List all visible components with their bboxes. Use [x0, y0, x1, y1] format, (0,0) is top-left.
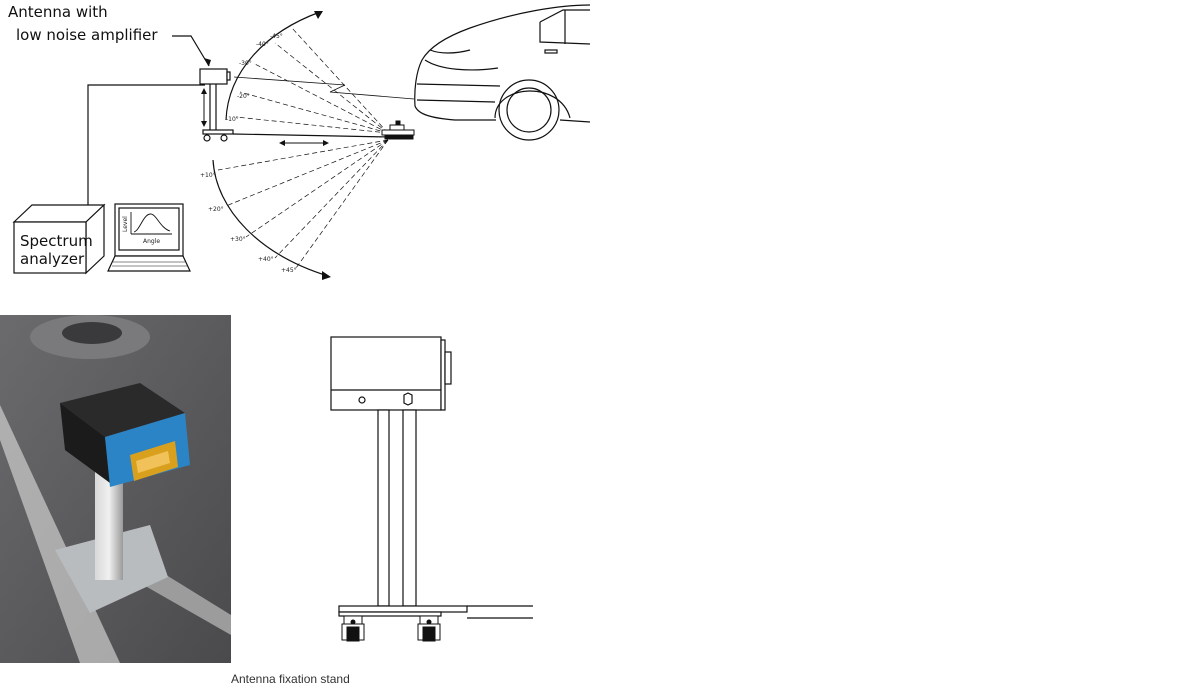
antenna-stand-sketch: [199, 68, 391, 142]
photo-caption: Antenna fixation stand: [231, 672, 350, 686]
analyzer-label-line2: analyzer: [20, 250, 85, 268]
analyzer-label-line1: Spectrum: [20, 232, 93, 250]
laptop-icon: [107, 203, 191, 272]
angle-mark-minus20: -20°: [237, 93, 250, 100]
angle-mark-minus10: -10°: [226, 116, 239, 123]
angle-mark-plus30: +30°: [230, 236, 246, 243]
antenna-pointer-head: [204, 58, 211, 66]
angle-mark-plus45: +45°: [281, 267, 297, 274]
radar-sensor: [381, 120, 415, 140]
spectrum-analyzer: [12, 203, 106, 275]
antenna-stand-photo: [0, 315, 231, 663]
reflection-lines: [233, 76, 415, 100]
angle-arc-upper: [225, 11, 321, 121]
car-rear: [414, 4, 591, 141]
antenna-label-line1: Antenna with: [8, 3, 108, 21]
angle-mark-minus45: -45°: [270, 33, 283, 40]
antenna-stand-drawing: [330, 336, 533, 619]
angle-arc-lower: [212, 159, 329, 277]
angle-mark-minus40: -40°: [256, 41, 269, 48]
screen-level-label: Level: [122, 216, 129, 232]
caster-wheel-left: [341, 615, 365, 642]
angle-mark-minus30: -30°: [239, 60, 252, 67]
screen-graph: [130, 212, 172, 235]
caster-wheel-right: [417, 615, 441, 642]
signal-cable: [87, 84, 205, 205]
angle-mark-plus40: +40°: [258, 256, 274, 263]
angle-mark-plus20: +20°: [208, 206, 224, 213]
angle-mark-plus10: +10°: [200, 172, 216, 179]
antenna-pointer: [172, 35, 210, 67]
angle-rays: [217, 27, 389, 269]
antenna-label-line2: low noise amplifier: [16, 26, 158, 44]
screen-angle-label: Angle: [143, 238, 160, 245]
